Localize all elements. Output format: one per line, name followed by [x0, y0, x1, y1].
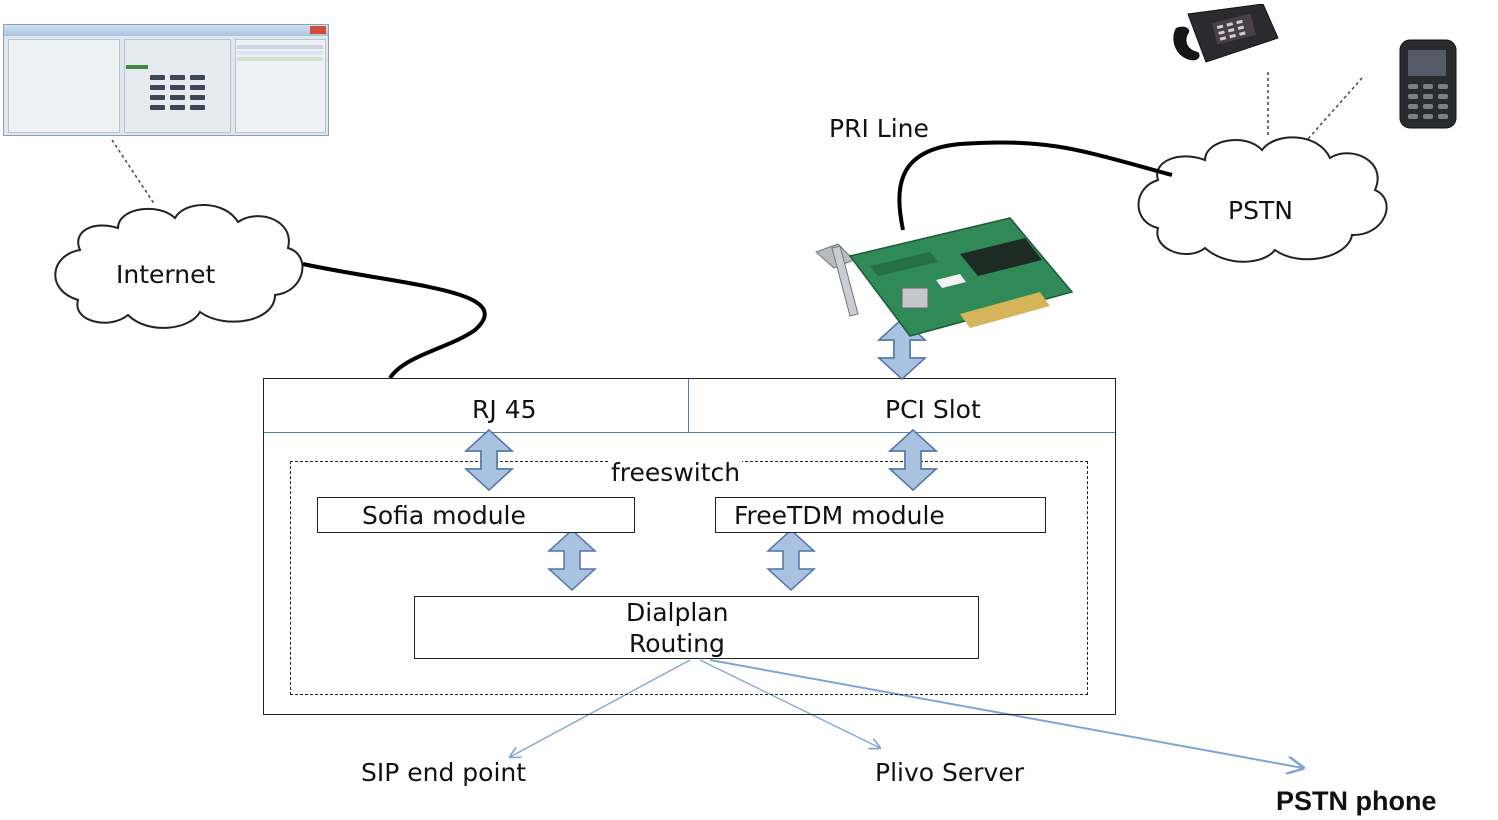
- server-header-divider: [264, 432, 1115, 433]
- key-2: [170, 75, 185, 80]
- freetdm-module-label: FreeTDM module: [734, 501, 945, 530]
- freeswitch-label: freeswitch: [609, 458, 743, 487]
- internet-label: Internet: [116, 260, 216, 289]
- rj45-label: RJ 45: [472, 395, 537, 424]
- softphone-dotted-link: [111, 139, 156, 206]
- softphone-calls-panel: [8, 39, 120, 133]
- pri-line-label: PRI Line: [829, 114, 929, 143]
- route-to-plivo-server: [699, 659, 880, 748]
- server-header-separator: [688, 379, 689, 432]
- key-8: [170, 95, 185, 100]
- rj45-sofia-arrow-front: [464, 428, 514, 492]
- pri-line-cable: [897, 140, 1173, 231]
- routing-label: Routing: [629, 629, 725, 658]
- pstn-label: PSTN: [1228, 196, 1293, 225]
- softphone-status-indicator: [126, 65, 148, 69]
- close-icon: [310, 26, 326, 34]
- softphone-account-row-2: [237, 51, 323, 55]
- internet-cable: [302, 262, 487, 380]
- pci-freetdm-arrow-front: [888, 428, 938, 492]
- key-4: [150, 85, 165, 90]
- desk-phone-icon: [1173, 4, 1279, 63]
- pci-slot-label: PCI Slot: [885, 395, 981, 424]
- softphone-account-row-3: [237, 57, 323, 61]
- plivo-server-label: Plivo Server: [875, 758, 1024, 787]
- freetdm-dialplan-arrow: [766, 528, 816, 592]
- pci-card-icon: [815, 217, 1074, 337]
- pstn-phone-label: PSTN phone: [1276, 786, 1437, 816]
- sofia-module-label: Sofia module: [362, 501, 526, 530]
- key-hash: [190, 105, 205, 110]
- key-3: [190, 75, 205, 80]
- softphone-keypad: [150, 75, 205, 110]
- sip-end-point-label: SIP end point: [361, 758, 527, 787]
- key-0: [170, 105, 185, 110]
- server-box: [263, 378, 1116, 715]
- key-5: [170, 85, 185, 90]
- softphone-window-icon: [3, 24, 329, 136]
- key-7: [150, 95, 165, 100]
- route-to-sip-end-point: [510, 659, 691, 757]
- key-star: [150, 105, 165, 110]
- softphone-titlebar: [4, 25, 328, 36]
- mobile-phone-icon: [1399, 39, 1457, 129]
- sofia-module-box: [317, 497, 635, 533]
- internet-cloud: [54, 204, 304, 329]
- softphone-account-row-1: [237, 45, 323, 49]
- key-6: [190, 85, 205, 90]
- key-9: [190, 95, 205, 100]
- freetdm-module-box: [715, 497, 1046, 533]
- key-1: [150, 75, 165, 80]
- sofia-dialplan-arrow: [547, 528, 597, 592]
- dialplan-routing-box: [414, 596, 979, 659]
- dialplan-label: Dialplan: [626, 598, 729, 627]
- pstn-cloud: [1137, 136, 1388, 263]
